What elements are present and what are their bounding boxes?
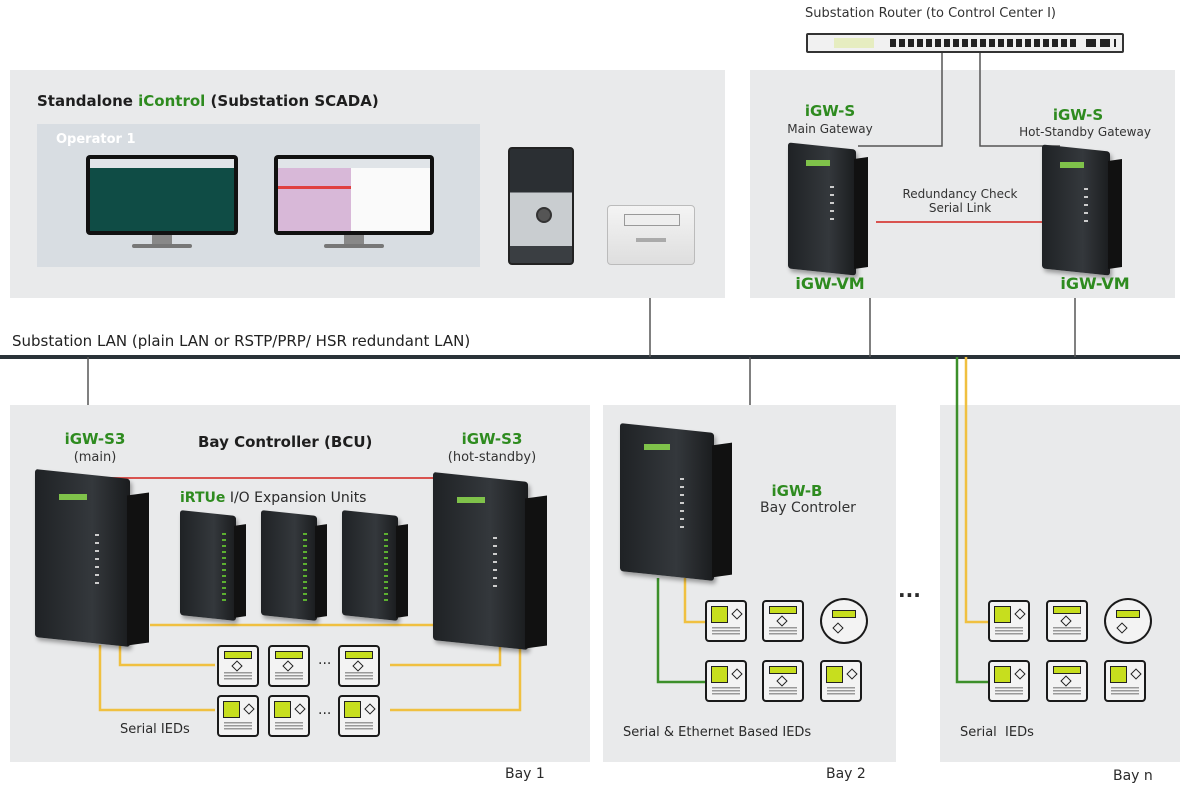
redundancy-link-label: Redundancy Check Serial Link bbox=[885, 187, 1035, 215]
ied-icon bbox=[1046, 600, 1088, 642]
bay1-ellipsis: ... bbox=[318, 702, 332, 718]
redundancy-label-line2: Serial Link bbox=[928, 201, 992, 215]
lan-label: Substation LAN (plain LAN or RSTP/PRP/ H… bbox=[12, 332, 471, 350]
scada-title: Standalone iControl (Substation SCADA) bbox=[37, 92, 379, 110]
pc-tower-icon bbox=[508, 147, 574, 265]
ied-icon bbox=[762, 660, 804, 702]
monitor-icon bbox=[86, 155, 238, 255]
bay1-main-name: iGW-S3 bbox=[64, 430, 126, 448]
printer-icon bbox=[607, 205, 695, 265]
monitor-icon bbox=[274, 155, 434, 255]
ied-icon bbox=[1104, 660, 1146, 702]
gw-standby-model: iGW-VM bbox=[1060, 274, 1130, 293]
ied-round-icon bbox=[820, 598, 868, 644]
bay1-ellipsis: ... bbox=[318, 652, 332, 668]
ied-icon bbox=[338, 695, 380, 737]
hmi-alarm-list-screen bbox=[278, 159, 430, 231]
bay1-standby-role: (hot-standby) bbox=[447, 450, 537, 465]
bay1-expansion-brand: iRTUe bbox=[180, 490, 226, 506]
ied-icon bbox=[988, 660, 1030, 702]
gw-standby-role: Hot-Standby Gateway bbox=[1019, 125, 1151, 139]
gw-standby-name: iGW-S bbox=[1052, 106, 1104, 124]
router-label: Substation Router (to Control Center I) bbox=[805, 6, 1056, 21]
bay2-device-role: Bay Controler bbox=[760, 500, 856, 516]
gw-main-model: iGW-VM bbox=[795, 274, 865, 293]
bay1-title: Bay Controller (BCU) bbox=[198, 433, 373, 451]
bay2-ieds-label: Serial & Ethernet Based IEDs bbox=[623, 725, 812, 740]
bay1-ieds-label: Serial IEDs bbox=[120, 722, 190, 737]
ied-round-icon bbox=[1104, 598, 1152, 644]
gw-main-device bbox=[788, 142, 880, 276]
ied-icon bbox=[217, 695, 259, 737]
router-panel-display bbox=[834, 38, 874, 48]
bay1-main-role: (main) bbox=[73, 450, 117, 465]
bay1-expansion-label: iRTUe I/O Expansion Units bbox=[180, 490, 366, 506]
bay1-main-device bbox=[35, 469, 160, 649]
ied-icon bbox=[988, 600, 1030, 642]
gw-main-name: iGW-S bbox=[804, 102, 856, 120]
ied-icon bbox=[217, 645, 259, 687]
hmi-single-line-screen bbox=[90, 159, 234, 231]
scada-title-suffix: (Substation SCADA) bbox=[205, 92, 379, 110]
bayn-ieds-label: Serial IEDs bbox=[960, 725, 1034, 740]
router-device bbox=[806, 33, 1124, 53]
bay1-standby-device bbox=[433, 472, 558, 652]
bay2-label: Bay 2 bbox=[826, 766, 866, 782]
bay1-expansion-text: I/O Expansion Units bbox=[225, 490, 367, 506]
bay1-standby-name: iGW-S3 bbox=[461, 430, 523, 448]
irtue-expansion-unit bbox=[261, 510, 333, 623]
router-uplinks bbox=[1086, 39, 1116, 47]
irtue-expansion-unit bbox=[180, 510, 252, 623]
bay2-device-name: iGW-B bbox=[771, 482, 823, 500]
bayn-label: Bay n bbox=[1113, 768, 1153, 784]
ied-icon bbox=[705, 660, 747, 702]
ied-icon bbox=[762, 600, 804, 642]
ied-icon bbox=[1046, 660, 1088, 702]
bay2-igw-b-device bbox=[620, 423, 745, 583]
gw-standby-device bbox=[1042, 144, 1134, 278]
redundancy-label-line1: Redundancy Check bbox=[902, 187, 1018, 201]
bay1-label: Bay 1 bbox=[505, 766, 545, 782]
scada-title-brand: iControl bbox=[138, 92, 206, 110]
ied-icon bbox=[268, 695, 310, 737]
scada-title-prefix: Standalone bbox=[37, 92, 139, 110]
gw-main-role: Main Gateway bbox=[787, 122, 873, 136]
ied-icon bbox=[268, 645, 310, 687]
ied-icon bbox=[705, 600, 747, 642]
irtue-expansion-unit bbox=[342, 510, 414, 623]
bayn-panel bbox=[940, 405, 1180, 762]
ied-icon bbox=[820, 660, 862, 702]
router-ports bbox=[890, 39, 1076, 47]
more-bays-ellipsis: ... bbox=[898, 578, 921, 602]
operator-label: Operator 1 bbox=[56, 132, 136, 147]
ied-icon bbox=[338, 645, 380, 687]
